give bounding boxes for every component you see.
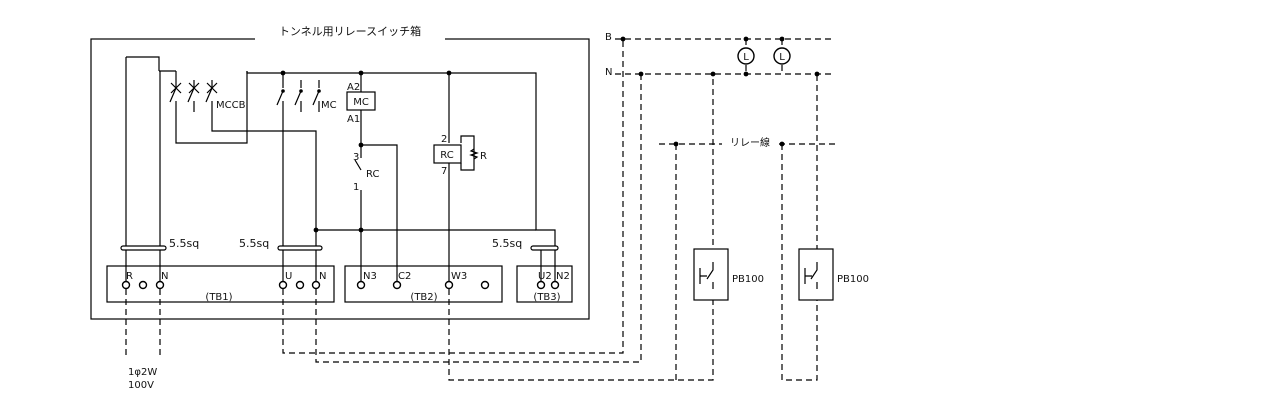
rc-contact-top: 3 [353, 152, 359, 163]
junction-dots [280, 36, 820, 233]
tb1-label: (TB1) [205, 292, 232, 303]
tb3-label: (TB3) [533, 292, 560, 303]
tb1-terminal-r: R [126, 271, 133, 282]
relay-line-label: リレー線 [730, 136, 770, 149]
box-title: トンネル用リレースイッチ箱 [279, 24, 421, 38]
rc-resistor-label: R [480, 151, 487, 162]
rc-coil-bottom: 7 [441, 166, 447, 177]
lamp-1-label: L [743, 52, 749, 63]
mc-contact-label: MC [321, 100, 337, 111]
lamp-1: L [737, 47, 755, 65]
mc-coil: MC A2 A1 [346, 82, 376, 125]
mc-coil-label: MC [353, 97, 369, 108]
rc-coil-label: RC [440, 150, 453, 161]
tb3-screws [536, 280, 560, 290]
tb2-screws [356, 280, 490, 290]
wire-size-3: 5.5sq [492, 237, 522, 250]
lamp-2-label: L [779, 52, 785, 63]
line-b-label: B [605, 32, 612, 43]
mc-coil-a1: A1 [347, 114, 360, 125]
pushbutton-1-label: PB100 [732, 274, 764, 285]
tb1-terminal-n: N [161, 271, 168, 282]
lamp-2: L [773, 47, 791, 65]
rc-coil: RC 2 7 R [433, 134, 487, 177]
tb3-terminal-block: U2 N2 (TB3) [516, 265, 573, 303]
rc-contact: 3 1 RC [353, 152, 379, 193]
tb3-terminal-u2: U2 [538, 271, 552, 282]
external-wiring [125, 38, 835, 381]
tb1-terminal-u: U [285, 271, 292, 282]
rc-coil-top: 2 [441, 134, 447, 145]
mc-coil-a2: A2 [347, 82, 360, 93]
tb2-terminal-block: N3 C2 W3 (TB2) [344, 265, 503, 303]
pushbutton-1: PB100 [693, 248, 764, 301]
supply-voltage: 100V [128, 380, 154, 391]
rc-contact-bottom: 1 [353, 182, 359, 193]
pushbutton-2: PB100 [798, 248, 869, 301]
mc-contacts: MC [276, 89, 337, 111]
tb2-terminal-w3: W3 [451, 271, 467, 282]
pushbutton-2-label: PB100 [837, 274, 869, 285]
mccb-breaker: MCCB [169, 82, 246, 111]
tb1-screws [121, 280, 321, 290]
mccb-label: MCCB [216, 100, 246, 111]
tb1-terminal-block: R N U N (TB1) [106, 265, 335, 303]
cable-bundles: 5.5sq 5.5sq 5.5sq [120, 237, 559, 251]
tb2-label: (TB2) [410, 292, 437, 303]
tb2-terminal-n3: N3 [363, 271, 377, 282]
tb3-terminal-n2: N2 [556, 271, 570, 282]
supply-phase: 1φ2W [128, 367, 157, 378]
tb2-terminal-c2: C2 [398, 271, 411, 282]
wire-size-2: 5.5sq [239, 237, 269, 250]
wire-size-1: 5.5sq [169, 237, 199, 250]
tb1-terminal-n2: N [319, 271, 326, 282]
line-n-label: N [605, 67, 612, 78]
rc-contact-label: RC [366, 169, 379, 180]
relay-switch-box: トンネル用リレースイッチ箱 [90, 24, 590, 320]
